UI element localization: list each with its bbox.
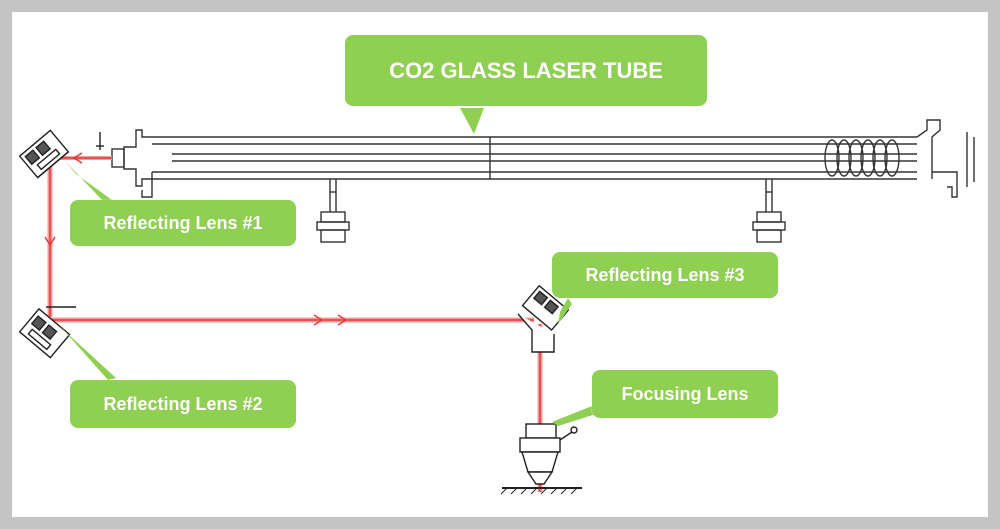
diagram-canvas: CO2 GLASS LASER TUBE Reflecting Lens #1 … xyxy=(12,12,988,517)
callout-focusing-lens: Focusing Lens xyxy=(592,370,778,418)
laser-path-diagram xyxy=(18,108,975,495)
mirror-mount-3 xyxy=(517,284,570,353)
callout-pointers xyxy=(60,108,596,426)
callout-laser-tube: CO2 GLASS LASER TUBE xyxy=(345,35,707,106)
callout-reflecting-lens-2: Reflecting Lens #2 xyxy=(70,380,296,428)
co2-laser-tube xyxy=(111,119,975,243)
mirror-mount-1 xyxy=(18,129,104,179)
pointer-lens1 xyxy=(64,160,112,202)
pointer-lens3 xyxy=(558,298,572,324)
focusing-head xyxy=(500,423,582,495)
cooling-coil xyxy=(824,139,900,177)
callout-reflecting-lens-3: Reflecting Lens #3 xyxy=(552,252,778,298)
pointer-focus xyxy=(552,406,596,426)
tube-support-right xyxy=(752,179,786,243)
mirror-mount-2 xyxy=(18,306,76,359)
callout-reflecting-lens-1: Reflecting Lens #1 xyxy=(70,200,296,246)
pointer-lens2 xyxy=(60,326,116,380)
pointer-tube xyxy=(460,108,484,134)
tube-support-left xyxy=(316,179,350,243)
